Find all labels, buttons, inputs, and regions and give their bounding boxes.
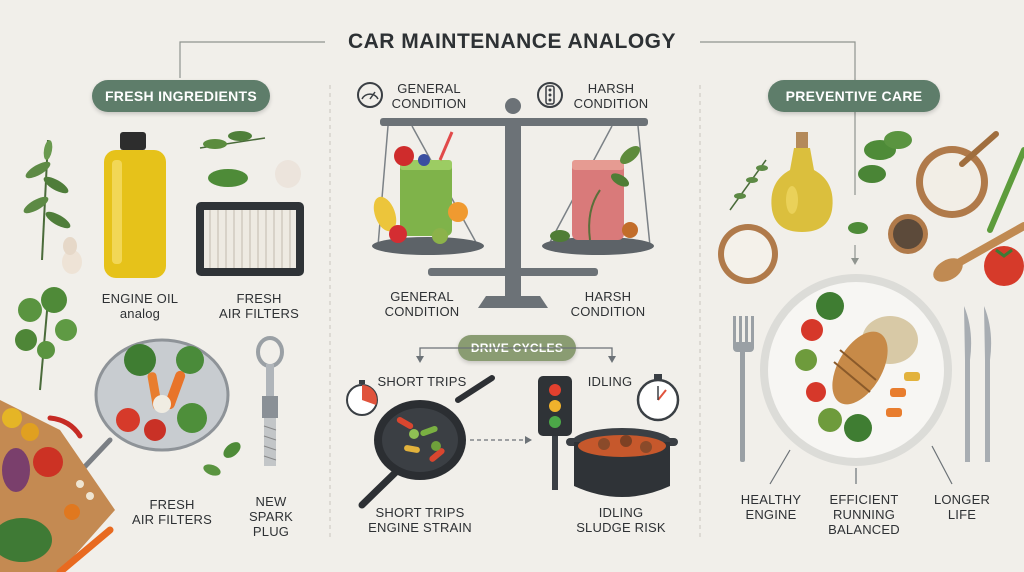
green-smoothie-icon [373, 131, 468, 244]
knife-icon [964, 306, 992, 462]
parsley-herb-icon [15, 287, 77, 391]
rosemary-herb-icon [23, 139, 71, 261]
basil-right-icon [848, 131, 912, 234]
efficient-running-line3: BALANCED [828, 522, 900, 537]
spark-plug-line2: SPARK [248, 509, 294, 524]
right-illustrations [718, 131, 1024, 485]
longer-life-label: LONGER LIFE [924, 492, 1000, 522]
traffic-light-small-icon [537, 82, 563, 108]
vegetable-strainer-icon [41, 338, 230, 513]
top-harsh-line2: CONDITION [573, 96, 649, 111]
basil-leaves-icon [199, 131, 301, 188]
short-trips-engine-strain-label: SHORT TRIPS ENGINE STRAIN [360, 505, 480, 535]
top-harsh-line1: HARSH [587, 81, 635, 96]
idling-label: IDLING [587, 374, 633, 389]
fresh-ingredients-pill: FRESH INGREDIENTS [92, 80, 270, 112]
bottom-harsh-line1: HARSH [584, 289, 632, 304]
stopwatch-right-icon [636, 374, 680, 422]
tomato-icon [984, 246, 1024, 286]
chili-pepper-icon [47, 415, 83, 439]
red-smoothie-icon [550, 146, 640, 242]
engine-oil-label: ENGINE OIL analog [88, 291, 192, 321]
traffic-light-icon [538, 376, 572, 490]
efficient-running-line1: EFFICIENT [829, 492, 899, 507]
frying-pan-icon [358, 375, 495, 509]
spark-plug-line1: NEW [255, 494, 287, 509]
spark-plug-label: NEW SPARK PLUG [236, 494, 306, 539]
flour-bowl-large-icon [916, 131, 999, 218]
olive-oil-bottle-icon [771, 132, 833, 232]
spice-bowl-icon [888, 214, 928, 254]
longer-life-line2: LIFE [947, 507, 977, 522]
short-trips-label: SHORT TRIPS [377, 374, 467, 389]
idling-sludge-risk-label: IDLING SLUDGE RISK [564, 505, 678, 535]
fresh-air-filters-top-line2: AIR FILTERS [219, 306, 299, 321]
bottom-general-line1: GENERAL [390, 289, 454, 304]
top-harsh-condition-label: HARSH CONDITION [566, 81, 656, 111]
top-general-line2: CONDITION [391, 96, 467, 111]
longer-life-line1: LONGER [933, 492, 991, 507]
healthy-engine-line2: ENGINE [745, 507, 797, 522]
engine-oil-sub: analog [119, 306, 161, 321]
preventive-care-pill: PREVENTIVE CARE [768, 80, 940, 112]
dinner-plate-icon [760, 274, 952, 466]
page-title: CAR MAINTENANCE ANALOGY [330, 30, 694, 54]
thyme-sprig-icon [729, 159, 768, 211]
healthy-engine-line1: HEALTHY [740, 492, 802, 507]
left-illustrations [0, 131, 304, 572]
idling-sludge-line2: SLUDGE RISK [576, 520, 666, 535]
bottom-general-condition-label: GENERAL CONDITION [376, 289, 468, 319]
stew-pot-icon [566, 428, 678, 497]
fresh-air-filters-bottom-line2: AIR FILTERS [132, 512, 212, 527]
spark-plug-icon [256, 336, 284, 466]
healthy-engine-label: HEALTHY ENGINE [730, 492, 812, 522]
cutting-board-icon [0, 400, 115, 572]
top-general-condition-label: GENERAL CONDITION [384, 81, 474, 111]
fresh-air-filters-top-line1: FRESH [236, 291, 282, 306]
engine-oil-bottle-icon [104, 132, 166, 278]
garlic-icon [62, 237, 82, 274]
fresh-air-filters-bottom-line1: FRESH [149, 497, 195, 512]
gauge-icon [357, 82, 383, 108]
idling-sludge-line1: IDLING [598, 505, 644, 520]
fresh-ingredients-label: FRESH INGREDIENTS [104, 88, 258, 104]
bottom-harsh-line2: CONDITION [570, 304, 646, 319]
fork-icon [733, 316, 754, 462]
efficient-running-label: EFFICIENT RUNNING BALANCED [816, 492, 912, 537]
engine-oil-title: ENGINE OIL [101, 291, 179, 306]
spark-plug-line3: PLUG [252, 524, 290, 539]
green-onion-icon [987, 147, 1024, 233]
short-trips-strain-line2: ENGINE STRAIN [368, 520, 472, 535]
fresh-air-filters-bottom-label: FRESH AIR FILTERS [120, 497, 224, 527]
top-general-line1: GENERAL [397, 81, 461, 96]
short-trips-strain-line1: SHORT TRIPS [375, 505, 465, 520]
bottom-harsh-condition-label: HARSH CONDITION [562, 289, 654, 319]
fresh-air-filters-top-label: FRESH AIR FILTERS [200, 291, 318, 321]
bottom-general-line2: CONDITION [384, 304, 460, 319]
wooden-spoon-icon [933, 222, 1024, 282]
small-leaf-icon [203, 442, 241, 476]
stopwatch-icon [346, 380, 378, 416]
air-filter-icon [196, 202, 304, 276]
preventive-care-label: PREVENTIVE CARE [785, 88, 923, 104]
flour-bowl-icon [718, 224, 778, 284]
efficient-running-line2: RUNNING [832, 507, 896, 522]
